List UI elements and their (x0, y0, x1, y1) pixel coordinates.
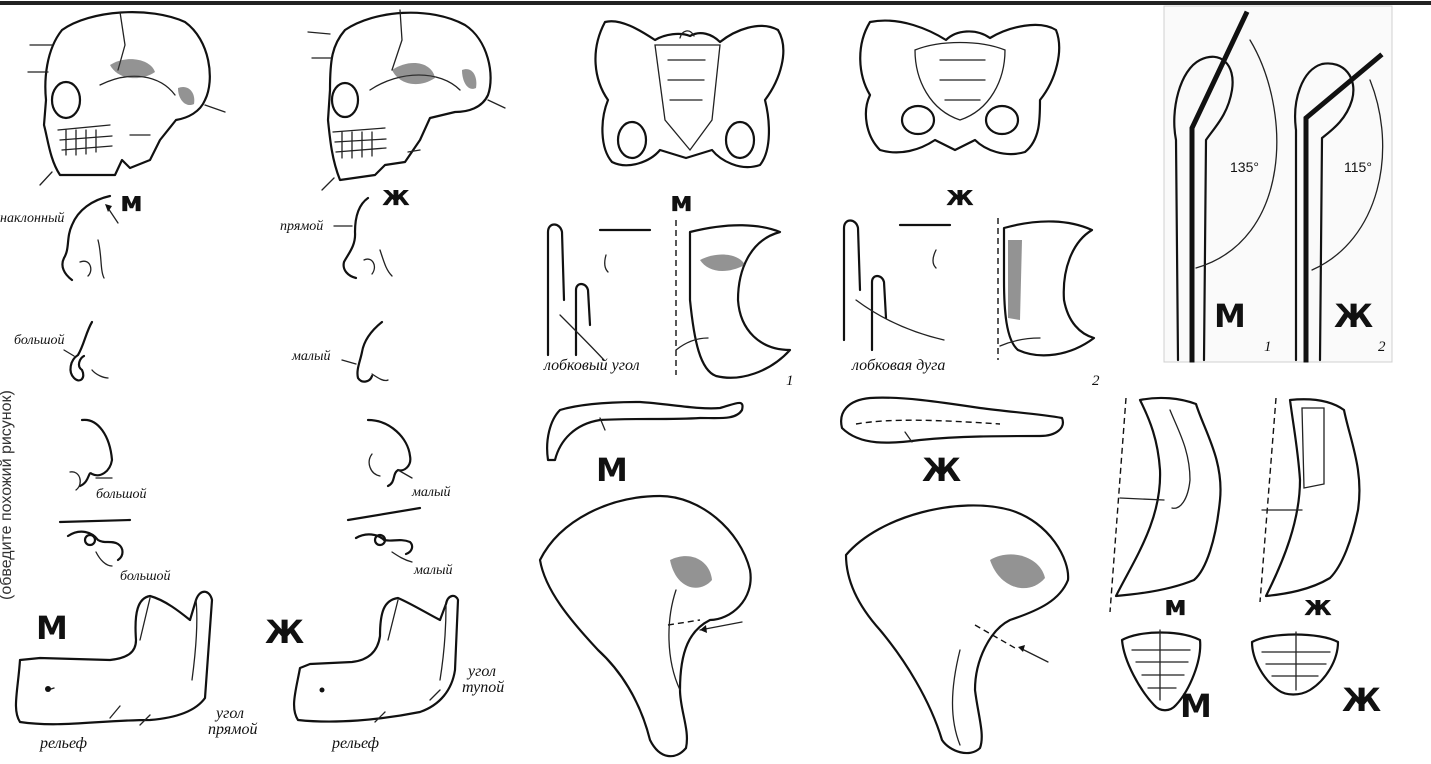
sacrum-male-label: М (1180, 690, 1212, 722)
pubic-bone-female-label: Ж (922, 454, 961, 486)
occipital-male-label: большой (96, 488, 147, 502)
pelvis-figure-1: 1 (786, 374, 794, 389)
femur-angle-female: 115° (1344, 160, 1372, 174)
pelvis-male-label: м (670, 188, 693, 216)
femur-figure-1: 1 (1264, 340, 1272, 355)
occipital-female-label: малый (412, 486, 451, 500)
relief-male-label: рельеф (40, 736, 87, 752)
angle-male-line1: угол (216, 706, 244, 722)
pubic-arch-female-detail (998, 218, 1094, 360)
pelvis-female-label: ж (946, 182, 974, 210)
brow-ridge-male (64, 322, 108, 380)
mastoid-male (60, 520, 130, 566)
pelvis-female-drawing (860, 21, 1059, 155)
mastoid-female-label: малый (414, 564, 453, 578)
hip-bone-female-drawing (846, 505, 1068, 753)
angle-male-line2: прямой (208, 722, 257, 738)
pelvis-figure-2: 2 (1092, 374, 1100, 389)
side-caption: (обведите похожий рисунок) (0, 390, 16, 600)
female-skull-drawing (308, 10, 505, 190)
pointer-arrows (105, 204, 1048, 725)
sacrum-female-drawing (1252, 632, 1338, 695)
auricular-female-drawing (1260, 398, 1359, 602)
pubic-bone-male-drawing (547, 402, 742, 460)
brow-male-label: большой (14, 334, 65, 348)
mandible-male-label: М (36, 612, 68, 644)
mastoid-male-label: большой (120, 570, 171, 584)
pubic-arch-label: лобковая дуга (852, 358, 945, 374)
sacrum-female-label: Ж (1342, 684, 1381, 716)
pelvis-male-drawing (595, 21, 783, 167)
mandible-female-drawing (294, 596, 458, 722)
brow-ridge-female (342, 322, 388, 382)
pubic-angle-male-detail (676, 220, 790, 378)
skull-female-label: ж (382, 182, 410, 210)
brow-female-label: малый (292, 350, 331, 364)
pubic-bone-male-label: М (596, 454, 628, 486)
femur-angle-male: 135° (1230, 160, 1259, 174)
mastoid-female (348, 508, 420, 562)
pubic-arch-female-drawing (844, 221, 950, 351)
forehead-female-label: прямой (280, 220, 323, 234)
auricular-female-label: ж (1304, 592, 1332, 620)
pubic-bone-female-drawing (841, 398, 1063, 443)
auricular-male-label: м (1164, 592, 1187, 620)
forehead-male-label: наклонный (0, 212, 64, 226)
mandible-female-label: Ж (265, 616, 304, 648)
angle-female-line2: тупой (462, 680, 504, 696)
skull-male-label: м (120, 188, 143, 216)
relief-female-label: рельеф (332, 736, 379, 752)
femur-figure-2: 2 (1378, 340, 1386, 355)
pubic-angle-label: лобковый угол (544, 358, 640, 374)
auricular-male-drawing (1110, 398, 1221, 612)
femur-male-label: М (1214, 300, 1246, 332)
occipital-male (70, 420, 112, 490)
occipital-female (368, 420, 412, 486)
male-skull-drawing (28, 12, 225, 185)
forehead-profile-male (62, 196, 110, 280)
angle-female-line1: угол (468, 664, 496, 680)
pubic-angle-male-drawing (548, 225, 650, 361)
femur-female-label: Ж (1334, 300, 1373, 332)
